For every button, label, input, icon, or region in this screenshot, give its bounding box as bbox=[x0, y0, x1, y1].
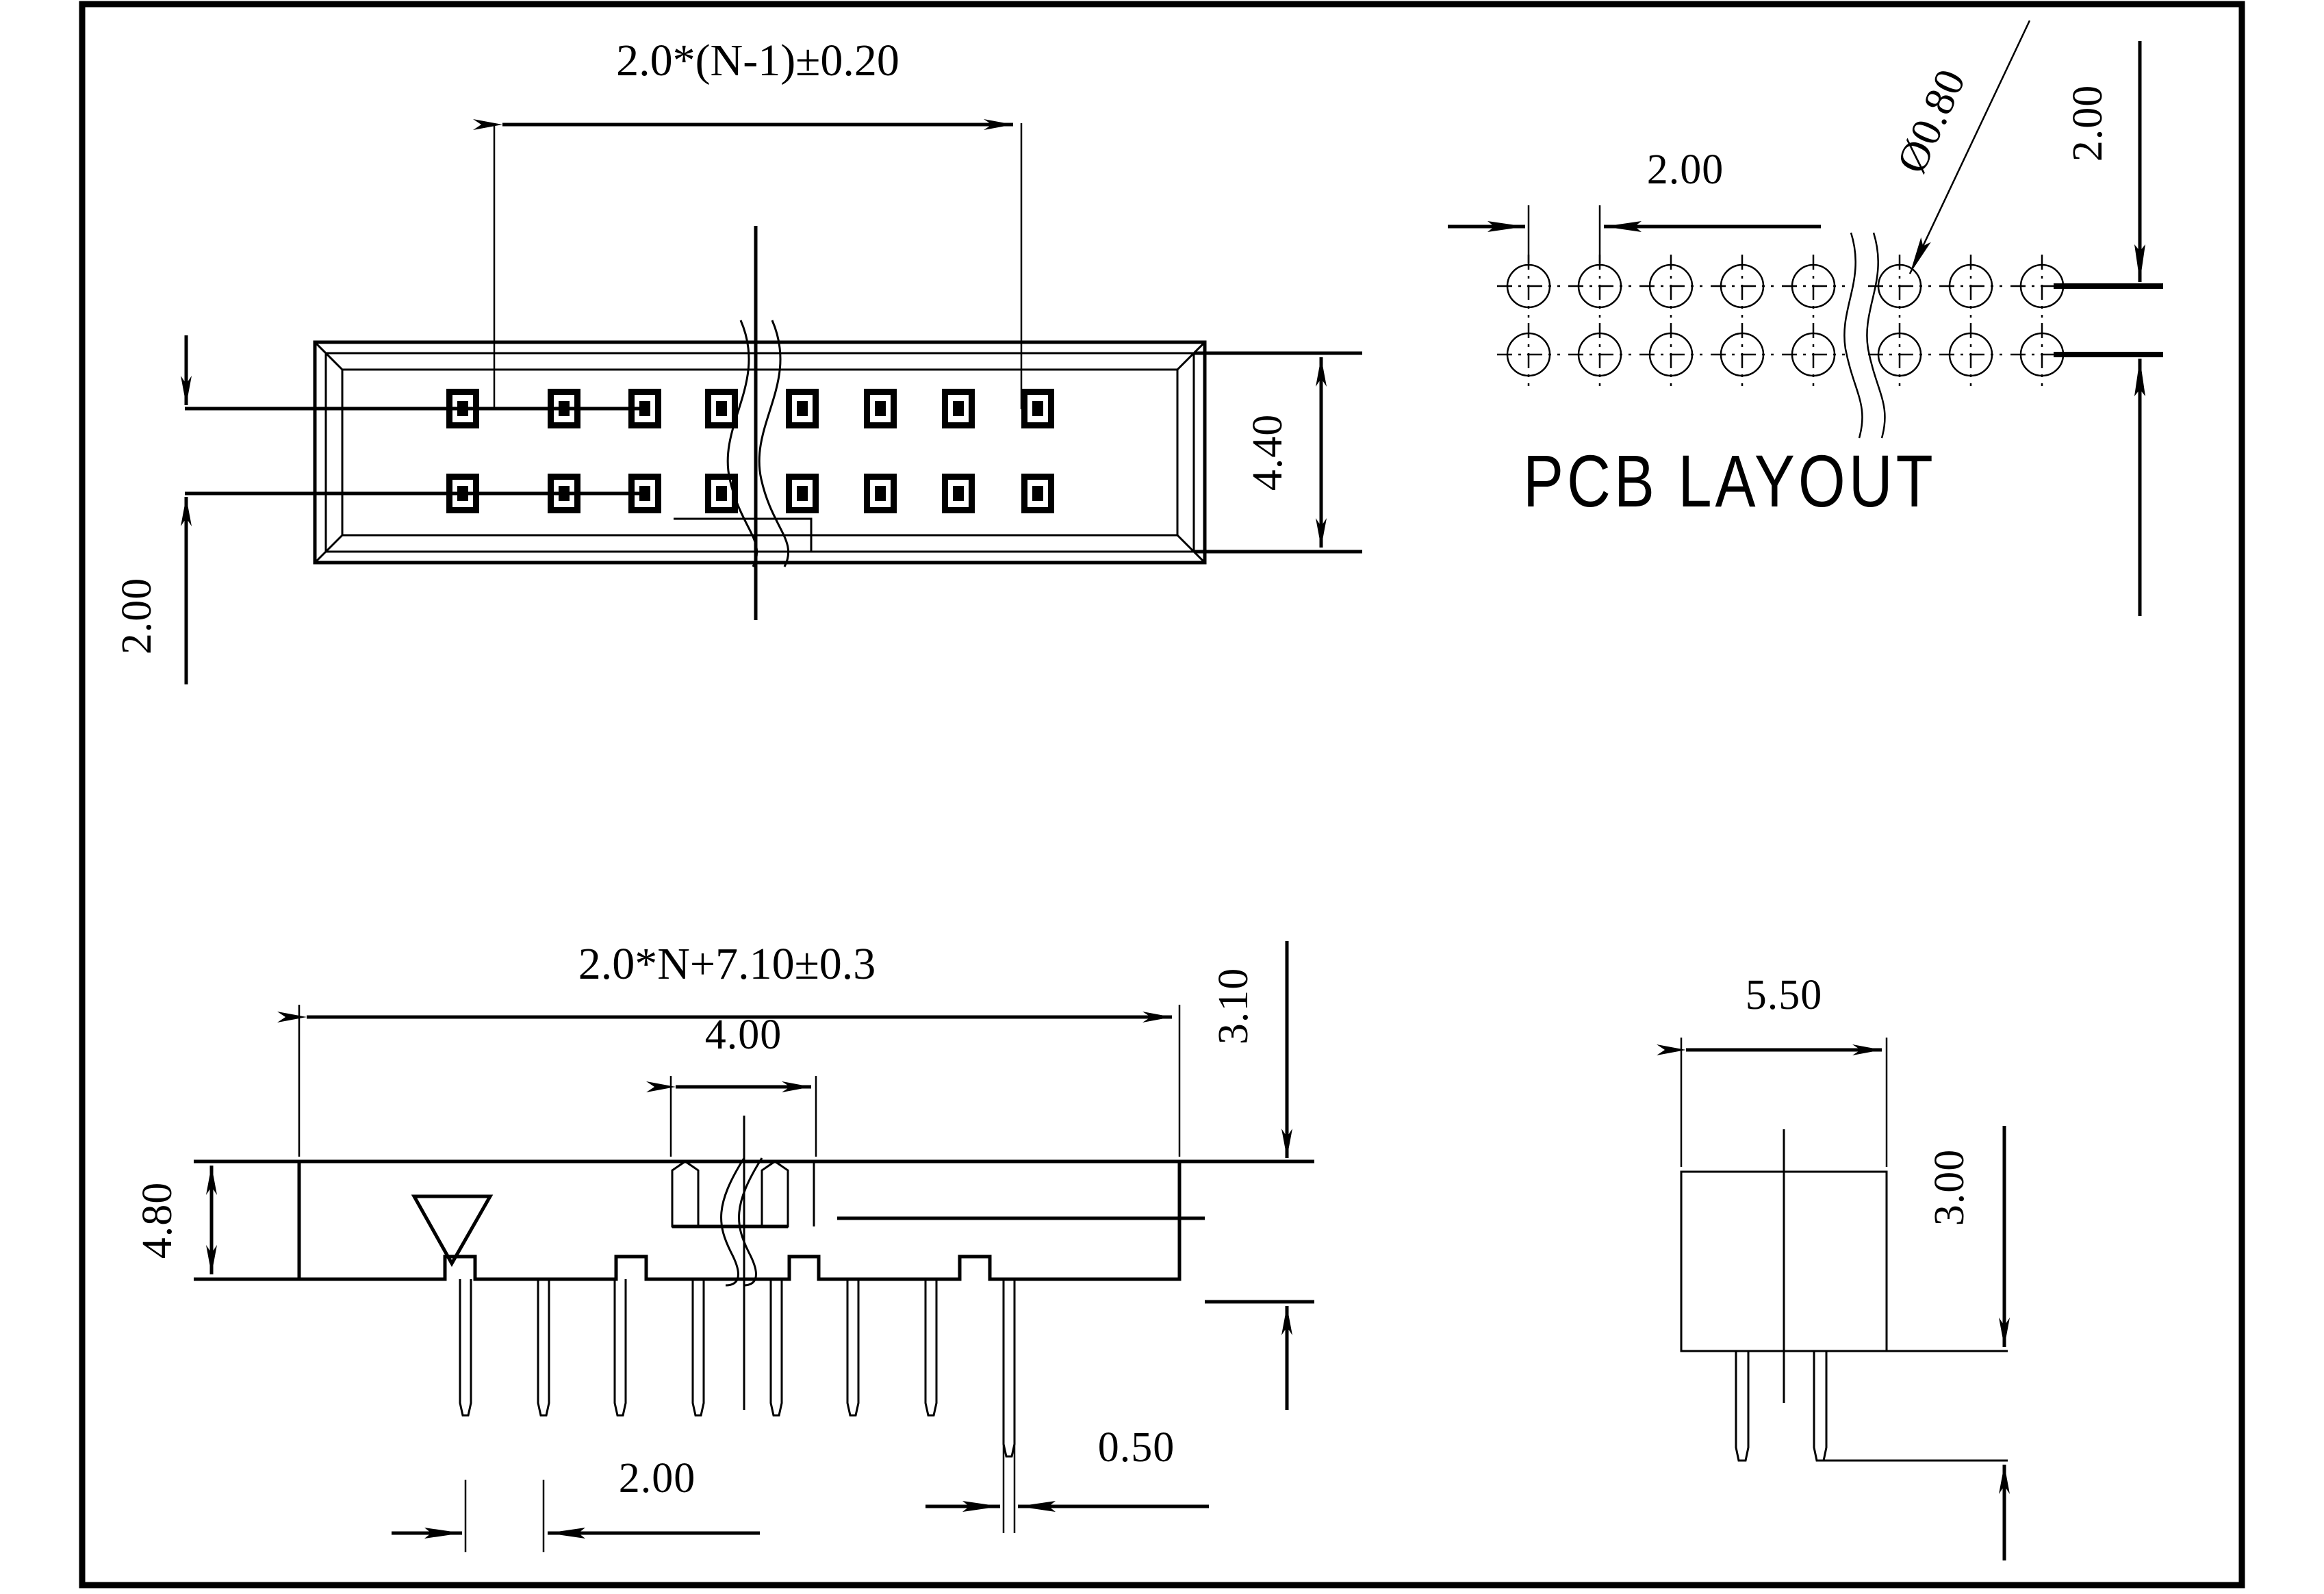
front-view: 2.0*N+7.10±0.3 4.00 4.80 3.10 bbox=[134, 939, 1314, 1552]
pin bbox=[786, 474, 819, 513]
pin bbox=[942, 389, 975, 428]
dimension-body-height-label: 4.80 bbox=[134, 1182, 181, 1259]
polarizing-notch bbox=[674, 517, 813, 552]
dimension-pitch-span: 2.0*(N-1)±0.20 bbox=[473, 36, 1013, 130]
contact-slot bbox=[671, 1160, 700, 1228]
contact-slot bbox=[761, 1160, 789, 1228]
pin bbox=[705, 474, 738, 513]
leader-line-hole-dia bbox=[1908, 20, 2031, 274]
pin bbox=[628, 389, 661, 428]
pin bbox=[924, 1279, 938, 1417]
dimension-shroud-width: 4.40 bbox=[1194, 351, 1362, 554]
dimension-pin-protrusion: 3.10 bbox=[1179, 941, 1314, 1410]
dimension-body-depth-label: 5.50 bbox=[1746, 972, 1823, 1018]
top-view: 2.0*(N-1)±0.20 2.00 4.40 bbox=[114, 36, 1362, 684]
pin bbox=[864, 474, 897, 513]
front-view-pin-row bbox=[459, 1279, 1016, 1458]
shroud-outer-wall bbox=[313, 340, 1207, 565]
front-view-contact-slots bbox=[671, 1160, 815, 1229]
pin bbox=[786, 389, 819, 428]
pin bbox=[846, 1279, 860, 1417]
pcb-pad bbox=[1497, 255, 1560, 318]
pin bbox=[1813, 1351, 1828, 1462]
dimension-pitch-span-label: 2.0*(N-1)±0.20 bbox=[616, 36, 899, 86]
pcb-pad bbox=[1782, 323, 1845, 386]
dimension-pin-length: 3.00 bbox=[1821, 1126, 2010, 1560]
sheet-border bbox=[79, 1, 2245, 1589]
pin bbox=[691, 1279, 705, 1417]
pcb-pad bbox=[1639, 323, 1702, 386]
pcb-layout-title: PCB LAYOUT bbox=[1523, 440, 1937, 522]
pcb-pad bbox=[1868, 255, 1931, 318]
dimension-pcb-pad-pitch-label: 2.00 bbox=[1647, 146, 1724, 193]
dimension-overall-length-label: 2.0*N+7.10±0.3 bbox=[578, 939, 876, 989]
shroud-chamfer-left bbox=[314, 341, 344, 564]
polarity-triangle-icon bbox=[411, 1194, 494, 1268]
pin bbox=[769, 1279, 783, 1417]
pcb-pad bbox=[1782, 255, 1845, 318]
dimension-pin-protrusion-label: 3.10 bbox=[1210, 968, 1257, 1045]
pcb-pad bbox=[1568, 323, 1631, 386]
pcb-pad bbox=[1568, 255, 1631, 318]
dimension-shroud-width-label: 4.40 bbox=[1244, 414, 1291, 491]
dimension-pin-thickness-label: 0.50 bbox=[1098, 1424, 1175, 1471]
side-view: 5.50 3.00 bbox=[1657, 972, 2010, 1560]
side-view-pin-row bbox=[1735, 1351, 1828, 1462]
pin bbox=[942, 474, 975, 513]
pcb-pad bbox=[1497, 323, 1560, 386]
dimension-row-spacing-label: 2.00 bbox=[114, 578, 160, 655]
body-bottom-flange bbox=[297, 1218, 1182, 1281]
pcb-pad bbox=[1939, 323, 2002, 386]
pcb-pad-row-upper bbox=[1497, 255, 2073, 318]
pcb-layout-break-line bbox=[1843, 232, 1886, 439]
dimension-pin-pitch-label: 2.00 bbox=[619, 1455, 696, 1502]
dimension-pin-length-label: 3.00 bbox=[1926, 1149, 1973, 1226]
pin bbox=[705, 389, 738, 428]
pcb-pad-row-lower bbox=[1497, 323, 2073, 386]
dimension-body-depth: 5.50 bbox=[1657, 972, 1888, 1167]
pin bbox=[1021, 474, 1054, 513]
shroud-inner-wall-2 bbox=[341, 368, 1179, 537]
front-view-break-line bbox=[720, 1157, 763, 1287]
dimension-pcb-row-spacing: 2.00 bbox=[2054, 41, 2163, 616]
shroud-chamfer-right bbox=[1176, 341, 1206, 564]
pcb-pad bbox=[1711, 255, 1774, 318]
shroud-inner-wall-1 bbox=[324, 352, 1195, 553]
pcb-layout-view: 2.00 Ø0.80 2.00 PCB LAYOUT bbox=[1448, 20, 2163, 616]
pin bbox=[459, 1279, 472, 1417]
pin bbox=[613, 1279, 627, 1417]
pin bbox=[537, 1279, 550, 1417]
pcb-pad bbox=[1868, 323, 1931, 386]
dimension-pcb-pad-pitch: 2.00 bbox=[1448, 146, 1821, 263]
top-view-pin-row-upper bbox=[446, 389, 1054, 428]
pcb-pad bbox=[1639, 255, 1702, 318]
pin bbox=[1002, 1279, 1016, 1458]
dimension-pcb-hole-diameter: Ø0.80 bbox=[1888, 20, 2031, 274]
pin bbox=[1021, 389, 1054, 428]
dimension-pin-thickness: 0.50 bbox=[925, 1424, 1209, 1533]
pin bbox=[864, 389, 897, 428]
dimension-overall-length: 2.0*N+7.10±0.3 bbox=[277, 939, 1181, 1157]
pcb-pad bbox=[1711, 323, 1774, 386]
pin bbox=[1735, 1351, 1750, 1462]
dimension-center-slot-label: 4.00 bbox=[705, 1012, 782, 1058]
dimension-row-spacing: 2.00 bbox=[114, 335, 643, 684]
pcb-pad bbox=[1939, 255, 2002, 318]
dimension-center-slot: 4.00 bbox=[646, 1012, 817, 1157]
dimension-pcb-row-spacing-label: 2.00 bbox=[2065, 85, 2111, 162]
dimension-pin-pitch: 2.00 bbox=[392, 1455, 760, 1552]
top-view-break-line bbox=[726, 320, 790, 567]
dimension-body-height: 4.80 bbox=[134, 1159, 299, 1281]
